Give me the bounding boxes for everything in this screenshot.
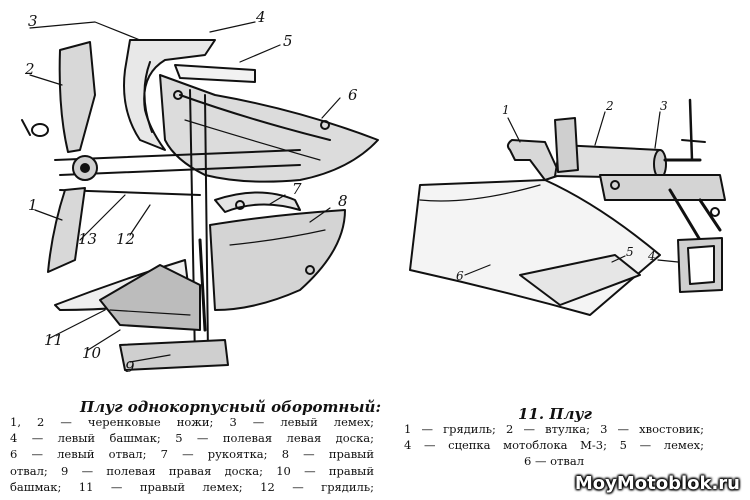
left-caption-body: 1, 2 — черенковые ножи; 3 — левый лемех;… (10, 414, 374, 495)
label-10: 10 (82, 344, 102, 362)
left-caption-line: 4 — левый башмак; 5 — полевая левая доск… (10, 431, 374, 446)
right-caption-title: 11. Плуг (518, 405, 592, 423)
label-r3: 3 (660, 99, 668, 113)
label-1: 1 (28, 196, 38, 214)
label-r5: 5 (626, 245, 634, 259)
label-r4: 4 (648, 249, 656, 263)
label-11: 11 (44, 331, 64, 349)
label-2: 2 (25, 60, 35, 78)
label-5: 5 (283, 32, 293, 50)
left-caption-title: Плуг однокорпусный оборотный: (80, 398, 381, 416)
label-r2: 2 (606, 99, 614, 113)
left-caption-line: отвал; 9 — полевая правая доска; 10 — пр… (10, 463, 374, 478)
left-caption-line: башмак; 11 — правый лемех; 12 — грядиль; (10, 479, 374, 494)
right-caption-line: 6 — отвал (523, 454, 585, 469)
left-caption-line: 6 — левый отвал; 7 — рукоятка; 8 — правы… (10, 447, 374, 462)
site-watermark: MoyMotoblok.ru (574, 473, 740, 494)
label-7: 7 (292, 180, 302, 198)
label-3: 3 (28, 12, 38, 30)
label-12: 12 (116, 230, 136, 248)
label-r1: 1 (502, 103, 510, 117)
walk-behind-plough-drawing (409, 98, 726, 316)
left-caption-line: 1, 2 — черенковые ножи; 3 — левый лемех; (10, 415, 374, 429)
label-8: 8 (338, 192, 348, 210)
right-caption-line: 1 — грядиль; 2 — втулка; 3 — хвостовик; (404, 422, 704, 436)
label-r6: 6 (456, 269, 464, 283)
label-9: 9 (125, 358, 135, 376)
right-caption-line: 4 — сцепка мотоблока М-3; 5 — лемех; (404, 438, 704, 453)
label-13: 13 (78, 230, 98, 248)
label-4: 4 (256, 8, 266, 26)
reversible-plough-drawing (21, 21, 379, 371)
label-6: 6 (348, 86, 358, 104)
right-caption-body: 1 — грядиль; 2 — втулка; 3 — хвостовик; … (404, 421, 704, 470)
